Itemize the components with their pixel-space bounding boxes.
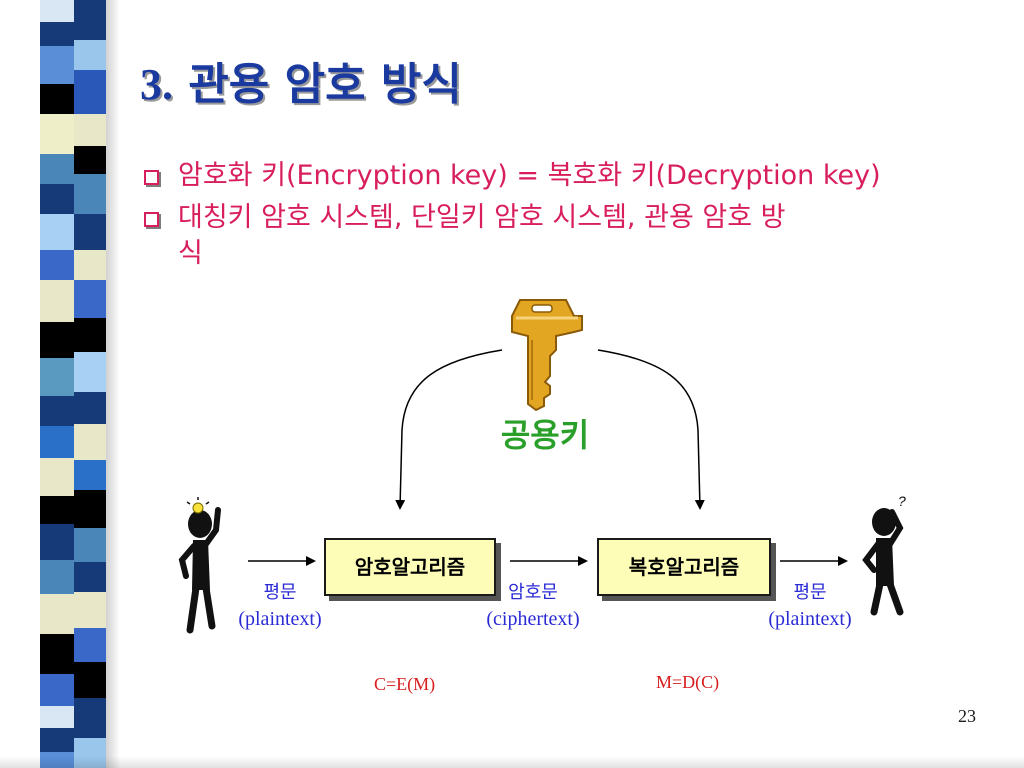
strip-block xyxy=(74,424,106,460)
confused-person-icon: ? xyxy=(862,493,906,616)
decorative-strip-background xyxy=(0,0,40,768)
strip-block xyxy=(40,594,74,634)
plaintext-output-label: 평문 (plaintext) xyxy=(750,582,870,634)
strip-block xyxy=(40,496,74,524)
strip-block xyxy=(40,752,74,768)
question-mark: ? xyxy=(898,493,906,509)
encryption-formula: C=E(M) xyxy=(374,674,436,694)
strip-block xyxy=(74,214,106,250)
strip-block xyxy=(74,318,106,352)
strip-block xyxy=(74,114,106,146)
strip-block xyxy=(74,698,106,738)
strip-block xyxy=(40,84,74,114)
page-number: 23 xyxy=(958,706,976,726)
strip-block xyxy=(40,458,74,496)
strip-block xyxy=(40,524,74,560)
plaintext-input-label: 평문 (plaintext) xyxy=(220,582,340,634)
encryption-algorithm-box: 암호알고리즘 xyxy=(324,538,496,596)
strip-block xyxy=(74,70,106,114)
plaintext-output-ko: 평문 xyxy=(793,582,827,603)
strip-block xyxy=(74,280,106,318)
strip-block xyxy=(40,22,74,46)
strip-block xyxy=(74,662,106,698)
strip-block xyxy=(40,280,74,322)
bullet-list: 암호화 키(Encryption key) = 복호화 키(Decryption… xyxy=(140,158,1000,278)
hollow-square-bullet-icon xyxy=(144,170,159,185)
shared-key-label: 공용키 xyxy=(500,416,590,454)
idea-person-icon xyxy=(178,497,221,634)
hollow-square-bullet-icon xyxy=(144,212,159,227)
strip-block xyxy=(74,562,106,592)
slide-title: 3. 관용 암호 방식 xyxy=(140,48,462,112)
strip-block xyxy=(40,358,74,396)
strip-block xyxy=(40,322,74,358)
key-icon xyxy=(511,299,583,412)
decryption-formula: M=D(C) xyxy=(656,672,720,692)
strip-block xyxy=(74,352,106,392)
strip-block xyxy=(74,628,106,662)
strip-block xyxy=(40,250,74,280)
bullet-text: 암호화 키(Encryption key) = 복호화 키(Decryption… xyxy=(178,160,881,191)
strip-block xyxy=(40,728,74,752)
strip-block xyxy=(40,214,74,250)
strip-block xyxy=(74,174,106,214)
strip-block xyxy=(40,396,74,426)
strip-block xyxy=(40,0,74,22)
strip-block xyxy=(74,40,106,70)
plaintext-input-ko: 평문 xyxy=(263,582,297,603)
strip-block xyxy=(40,706,74,728)
decorative-strip-column-right xyxy=(74,0,106,768)
strip-block xyxy=(40,560,74,594)
strip-block xyxy=(74,528,106,562)
key-to-encrypt-arrow xyxy=(395,349,503,510)
ciphertext-en: (ciphertext) xyxy=(486,608,580,630)
strip-shadow xyxy=(106,0,120,768)
strip-block xyxy=(40,184,74,214)
strip-block xyxy=(40,46,74,84)
bullet-item-key-equality: 암호화 키(Encryption key) = 복호화 키(Decryption… xyxy=(140,158,1000,194)
strip-block xyxy=(40,426,74,458)
decorative-strip-column-left xyxy=(40,0,74,768)
title-number: 3. xyxy=(140,60,173,109)
strip-block xyxy=(74,460,106,490)
strip-block xyxy=(74,490,106,528)
bullet-text-continued: 식 xyxy=(178,238,203,269)
strip-block xyxy=(40,154,74,184)
strip-block xyxy=(74,0,106,40)
strip-block xyxy=(40,674,74,706)
strip-block xyxy=(74,146,106,174)
plaintext-output-en: (plaintext) xyxy=(768,608,852,630)
bullet-text: 대칭키 암호 시스템, 단일키 암호 시스템, 관용 암호 방 xyxy=(178,202,786,233)
slide-bottom-shadow xyxy=(0,756,1024,768)
key-to-decrypt-arrow xyxy=(597,349,705,510)
bullet-item-system-names: 대칭키 암호 시스템, 단일키 암호 시스템, 관용 암호 방 식 xyxy=(140,200,1000,272)
ciphertext-label: 암호문 (ciphertext) xyxy=(470,582,596,634)
strip-block xyxy=(74,250,106,280)
plaintext-input-en: (plaintext) xyxy=(238,608,322,630)
strip-block xyxy=(74,392,106,424)
strip-block xyxy=(40,114,74,154)
strip-block xyxy=(74,592,106,628)
title-text: 관용 암호 방식 xyxy=(188,59,462,110)
decryption-algorithm-box: 복호알고리즘 xyxy=(597,538,771,596)
ciphertext-ko: 암호문 xyxy=(508,582,558,603)
strip-block xyxy=(40,634,74,674)
strip-block xyxy=(74,738,106,768)
